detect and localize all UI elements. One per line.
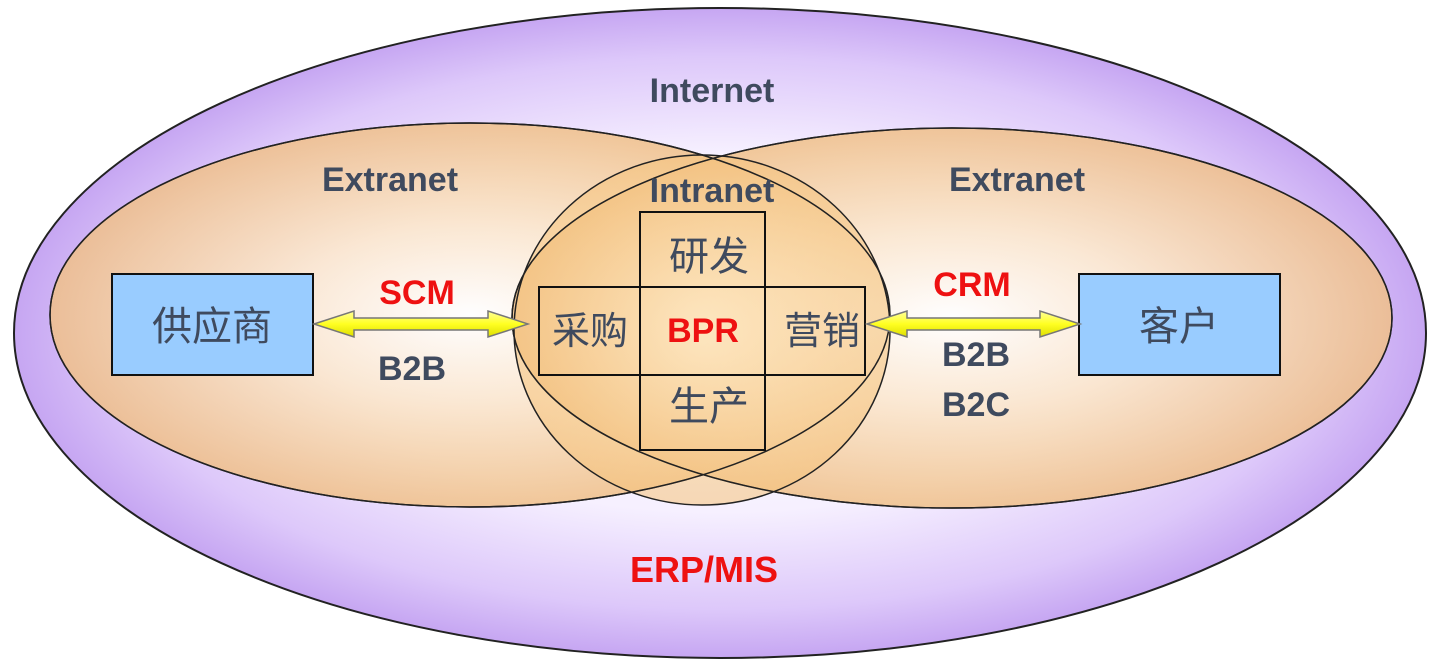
cross-top-label: 研发 <box>669 234 749 280</box>
extranet-right-label: Extranet <box>949 161 1085 199</box>
scm-label: SCM <box>379 274 455 312</box>
scm-b2b-label: B2B <box>378 350 446 388</box>
erp-mis-label: ERP/MIS <box>630 549 778 590</box>
cross-center-label: BPR <box>667 312 739 350</box>
crm-label: CRM <box>933 266 1010 304</box>
scm-double-arrow <box>311 309 531 339</box>
cross-box-bottom <box>639 374 766 451</box>
cross-right-label: 营销 <box>784 309 860 353</box>
crm-double-arrow <box>864 309 1083 339</box>
internet-label: Internet <box>650 72 775 110</box>
supplier-label: 供应商 <box>152 304 272 350</box>
crm-b2b-label: B2B <box>942 336 1010 374</box>
cross-left-label: 采购 <box>552 309 628 353</box>
cross-box-right <box>764 286 866 376</box>
bpr-cross <box>538 211 866 451</box>
customer-label: 客户 <box>1139 304 1219 350</box>
crm-b2c-label: B2C <box>942 386 1010 424</box>
extranet-left-label: Extranet <box>322 161 458 199</box>
cross-bottom-label: 生产 <box>669 384 749 430</box>
supplier-box <box>111 273 314 376</box>
intranet-label: Intranet <box>650 172 775 210</box>
